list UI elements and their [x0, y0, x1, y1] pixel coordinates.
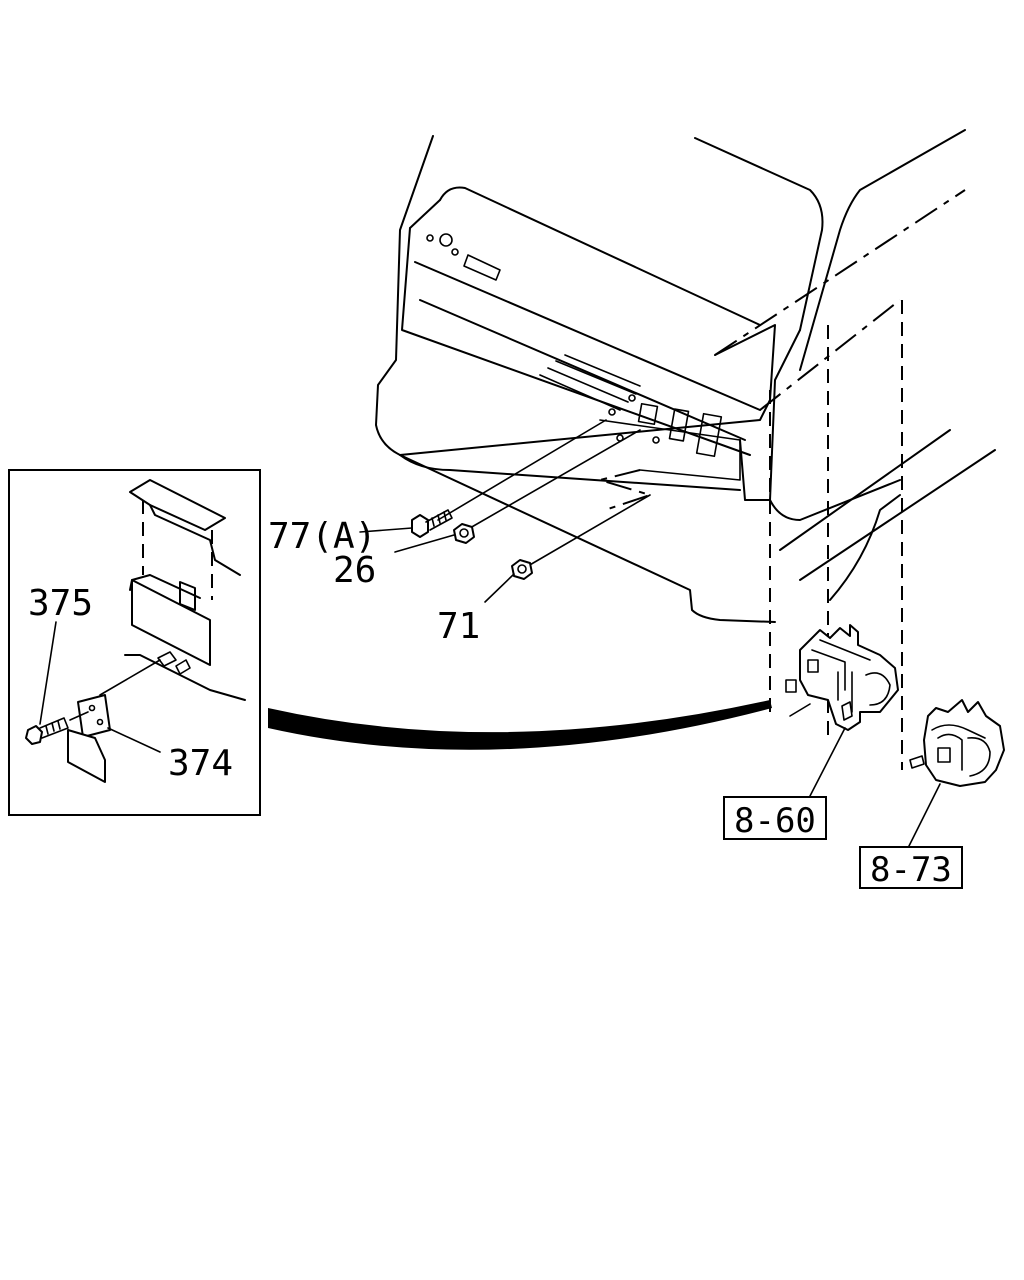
label-375: 375 [28, 583, 93, 624]
component-8-60 [785, 624, 899, 797]
label-374: 374 [168, 743, 233, 784]
fastener-77a [411, 419, 607, 538]
ref-box-8-60[interactable]: 8-60 [723, 796, 827, 841]
ref-box-8-73[interactable]: 8-73 [859, 846, 963, 890]
ref-label-8-60: 8-60 [734, 801, 816, 841]
fastener-71 [511, 494, 651, 580]
detail-pointer-arrow [268, 700, 772, 750]
label-71: 71 [437, 606, 480, 647]
detail-inset [8, 469, 261, 816]
cab-front-panel [375, 129, 996, 770]
label-26: 26 [333, 550, 376, 591]
label-77a: 77(A) [268, 516, 376, 557]
leader-lines [359, 527, 515, 603]
fastener-26 [453, 429, 641, 544]
component-8-73 [907, 699, 1005, 849]
ref-label-8-73: 8-73 [870, 850, 952, 890]
